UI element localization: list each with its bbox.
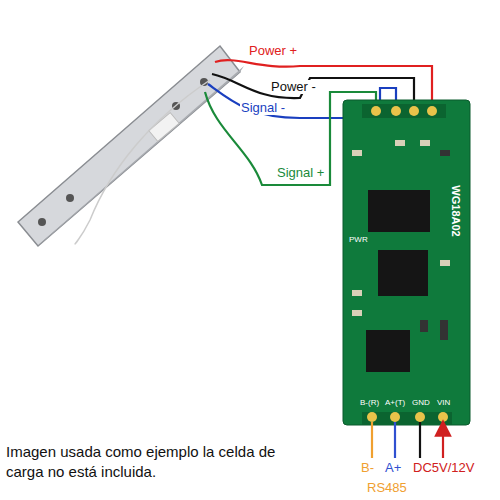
signal-label: A+	[384, 461, 402, 475]
pin-label: VIN	[436, 399, 451, 408]
wire-label: Power -	[270, 80, 317, 94]
pin-label: B-(R)	[359, 399, 380, 408]
pin-label: GND	[411, 399, 431, 408]
pcb-module: WG18A02	[343, 100, 470, 425]
load-cell	[18, 46, 244, 246]
wire-label: Power +	[248, 44, 298, 58]
wire-label: Signal -	[240, 101, 286, 115]
output-wires	[372, 422, 443, 458]
silkscreen-label: PWR	[348, 236, 369, 245]
pcb-board	[343, 100, 470, 425]
bus-label: RS485	[366, 481, 408, 495]
board-model: WG18A02	[450, 185, 462, 236]
wire-label: Signal +	[276, 166, 325, 180]
pin-label: A+(T)	[384, 399, 406, 408]
power-label: DC5V/12V	[412, 461, 475, 475]
caption: Imagen usada como ejemplo la celda de ca…	[6, 442, 316, 483]
signal-label: B-	[360, 461, 375, 475]
